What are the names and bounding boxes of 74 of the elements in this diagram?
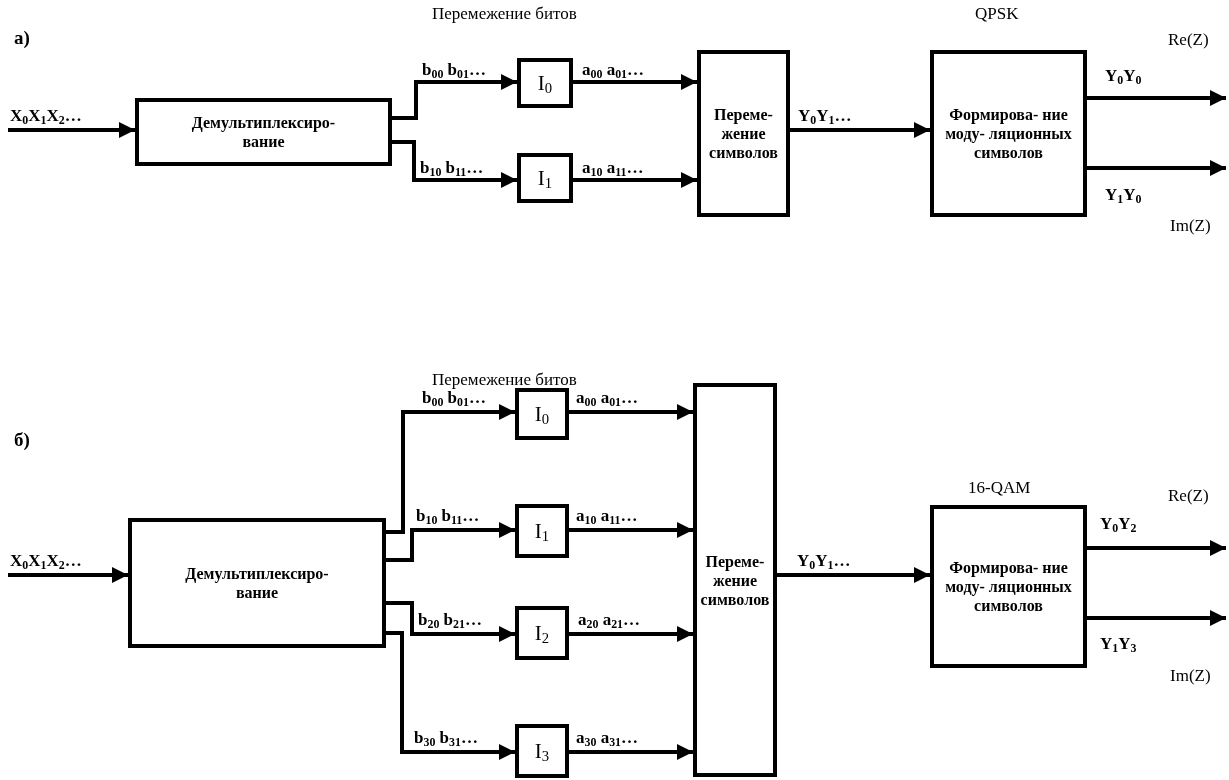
panel-label: а) <box>14 28 30 48</box>
process-box <box>128 518 386 648</box>
arrow <box>1087 160 1226 176</box>
arrow <box>569 522 693 538</box>
process-box <box>930 505 1087 668</box>
process-box <box>135 98 392 166</box>
edge-label: Y$_{1}$Y$_{3}$ <box>1100 634 1137 654</box>
edge-label: a$_{10}$ a$_{11}$… <box>582 158 644 178</box>
panel-label: б) <box>14 430 30 450</box>
arrow <box>569 404 693 420</box>
arrow <box>777 567 930 583</box>
arrow <box>386 631 515 760</box>
edge-label: a$_{10}$ a$_{11}$… <box>576 506 638 526</box>
modulation-label: 16-QAM <box>968 478 1031 498</box>
block-label: Формирова- ние моду- ляционных символов <box>944 558 1073 615</box>
block-label: I$_{2}$ <box>534 623 550 643</box>
block-label: I$_{1}$ <box>534 521 550 541</box>
modulation-label: QPSK <box>975 4 1019 24</box>
arrow <box>1087 90 1226 106</box>
arrow <box>573 172 697 188</box>
output-label: Re(Z) <box>1168 486 1209 506</box>
block-label: Переме- жение символов <box>708 105 779 162</box>
edge-label: b$_{10}$ b$_{11}$… <box>420 158 484 178</box>
process-box <box>930 50 1087 217</box>
arrow <box>392 74 517 120</box>
edge-label: b$_{00}$ b$_{01}$… <box>422 60 486 80</box>
edge-label: Y$_{0}$Y$_{1}$… <box>798 106 852 126</box>
section-caption: Перемежение битов <box>432 370 577 390</box>
edge-label: b$_{20}$ b$_{21}$… <box>418 610 482 630</box>
block-label: I$_{3}$ <box>534 741 550 761</box>
output-label: Im(Z) <box>1170 216 1211 236</box>
arrow <box>386 601 515 642</box>
arrow <box>1087 540 1226 556</box>
arrow <box>8 567 128 583</box>
arrow <box>573 74 697 90</box>
process-box <box>693 383 777 777</box>
edge-label: Y$_{0}$Y$_{1}$… <box>797 551 851 571</box>
edge-label: a$_{20}$ a$_{21}$… <box>578 610 641 630</box>
interleaver-box <box>515 388 569 440</box>
interleaver-box <box>517 153 573 203</box>
arrow <box>8 122 135 138</box>
block-label: Переме- жение символов <box>699 551 771 609</box>
arrow <box>790 122 930 138</box>
section-caption: Перемежение битов <box>432 4 577 24</box>
interleaver-box <box>517 58 573 108</box>
block-label: Демультиплексиро- вание <box>184 564 330 602</box>
edge-label: X$_{0}$X$_{1}$X$_{2}$… <box>10 551 82 571</box>
edge-label: a$_{00}$ a$_{01}$… <box>582 60 645 80</box>
edge-label: Y$_{0}$Y$_{0}$ <box>1105 66 1142 86</box>
block-label: Демультиплексиро- вание <box>190 113 337 151</box>
edge-label: Y$_{0}$Y$_{2}$ <box>1100 514 1137 534</box>
output-label: Re(Z) <box>1168 30 1209 50</box>
edge-label: b$_{30}$ b$_{31}$… <box>414 728 478 748</box>
interleaver-box <box>515 606 569 660</box>
interleaver-box <box>515 724 569 778</box>
arrow <box>569 626 693 642</box>
arrow <box>392 140 517 188</box>
edge-label: b$_{00}$ b$_{01}$… <box>422 388 486 408</box>
edge-label: a$_{30}$ a$_{31}$… <box>576 728 639 748</box>
edge-label: b$_{10}$ b$_{11}$… <box>416 506 480 526</box>
interleaver-box <box>515 504 569 558</box>
block-label: I$_{1}$ <box>537 168 553 188</box>
edge-label: a$_{00}$ a$_{01}$… <box>576 388 639 408</box>
edge-label: X$_{0}$X$_{1}$X$_{2}$… <box>10 106 82 126</box>
block-label: I$_{0}$ <box>537 73 553 93</box>
edge-label: Y$_{1}$Y$_{0}$ <box>1105 185 1142 205</box>
process-box <box>697 50 790 217</box>
block-label: I$_{0}$ <box>534 404 550 424</box>
arrow <box>386 522 515 562</box>
output-label: Im(Z) <box>1170 666 1211 686</box>
arrow <box>569 744 693 760</box>
block-label: Формирова- ние моду- ляционных символов <box>944 105 1073 162</box>
arrow <box>386 404 515 534</box>
arrow <box>1087 610 1226 626</box>
